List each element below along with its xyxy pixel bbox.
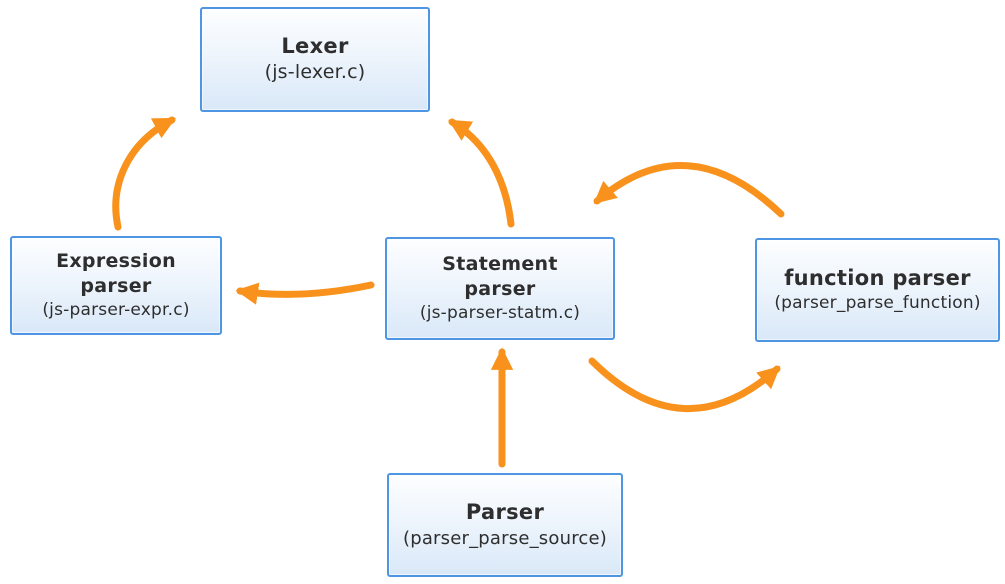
node-expression-parser: Expression parser (js-parser-expr.c) [10, 236, 222, 335]
edge-statement-parser-to-function-parser [588, 357, 781, 412]
node-function-parser: function parser (parser_parse_function) [755, 238, 1000, 342]
node-function-parser-label: function parser [784, 265, 971, 290]
node-lexer-sublabel: (js-lexer.c) [264, 61, 366, 84]
edge-function-parser-to-statement-parser [593, 162, 785, 218]
node-statement-parser-label: Statement parser [442, 253, 558, 301]
node-lexer: Lexer (js-lexer.c) [200, 7, 430, 112]
node-parser: Parser (parser_parse_source) [387, 473, 623, 577]
edge-statement-parser-to-lexer [448, 118, 515, 228]
node-parser-label: Parser [465, 500, 545, 525]
node-expression-parser-sublabel: (js-parser-expr.c) [42, 299, 190, 320]
node-expression-parser-label: Expression parser [56, 250, 176, 298]
node-parser-sublabel: (parser_parse_source) [402, 527, 608, 549]
node-statement-parser: Statement parser (js-parser-statm.c) [385, 237, 615, 340]
edge-expression-parser-to-lexer [112, 116, 176, 231]
node-statement-parser-sublabel: (js-parser-statm.c) [419, 302, 581, 323]
node-function-parser-sublabel: (parser_parse_function) [774, 293, 981, 314]
node-lexer-label: Lexer [281, 34, 349, 59]
edge-statement-parser-to-expression-parser [235, 281, 375, 305]
